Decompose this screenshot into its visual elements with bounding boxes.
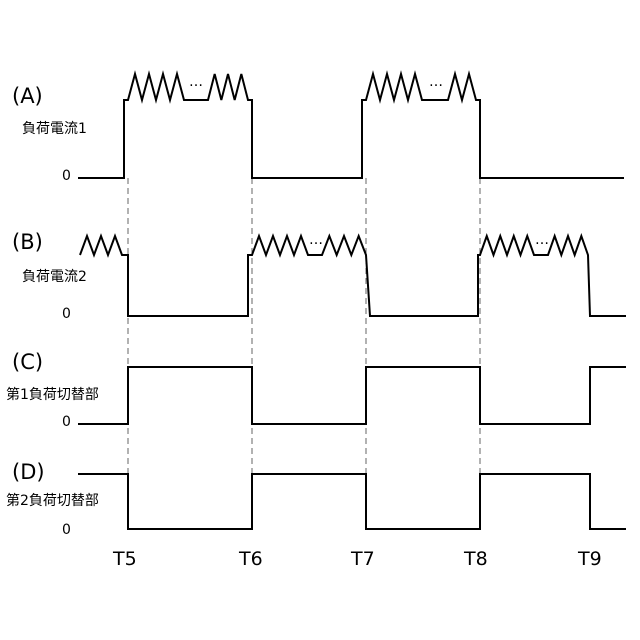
panel-a-zero: 0	[62, 168, 71, 184]
waveforms	[78, 74, 626, 529]
panel-c-letter: (C)	[12, 350, 43, 374]
time-guide-lines	[128, 178, 480, 530]
time-label-t8: T8	[464, 548, 488, 570]
waveform-d	[78, 474, 626, 529]
ellipsis-mark-2: …	[429, 74, 443, 90]
time-label-t6: T6	[239, 548, 263, 570]
panel-b-letter: (B)	[12, 230, 43, 254]
ellipsis-mark-3: …	[309, 232, 323, 248]
panel-a-letter: (A)	[12, 84, 43, 108]
time-label-t7: T7	[351, 548, 375, 570]
panel-a-name: 負荷電流1	[22, 118, 87, 138]
panel-b-zero: 0	[62, 306, 71, 322]
time-label-t9: T9	[578, 548, 602, 570]
waveform-c	[78, 367, 626, 424]
panel-d-letter: (D)	[12, 460, 45, 484]
ellipsis-mark-4: …	[535, 232, 549, 248]
panel-d-zero: 0	[62, 522, 71, 538]
ellipsis-mark-1: …	[189, 74, 203, 90]
waveform-b	[80, 236, 626, 316]
ellipsis-marks: … … … …	[189, 74, 549, 248]
panel-b-name: 負荷電流2	[22, 266, 87, 286]
panel-d-name: 第2負荷切替部	[6, 490, 99, 510]
waveform-a	[78, 74, 624, 178]
panel-c-name: 第1負荷切替部	[6, 384, 99, 404]
time-label-t5: T5	[113, 548, 137, 570]
panel-c-zero: 0	[62, 414, 71, 430]
